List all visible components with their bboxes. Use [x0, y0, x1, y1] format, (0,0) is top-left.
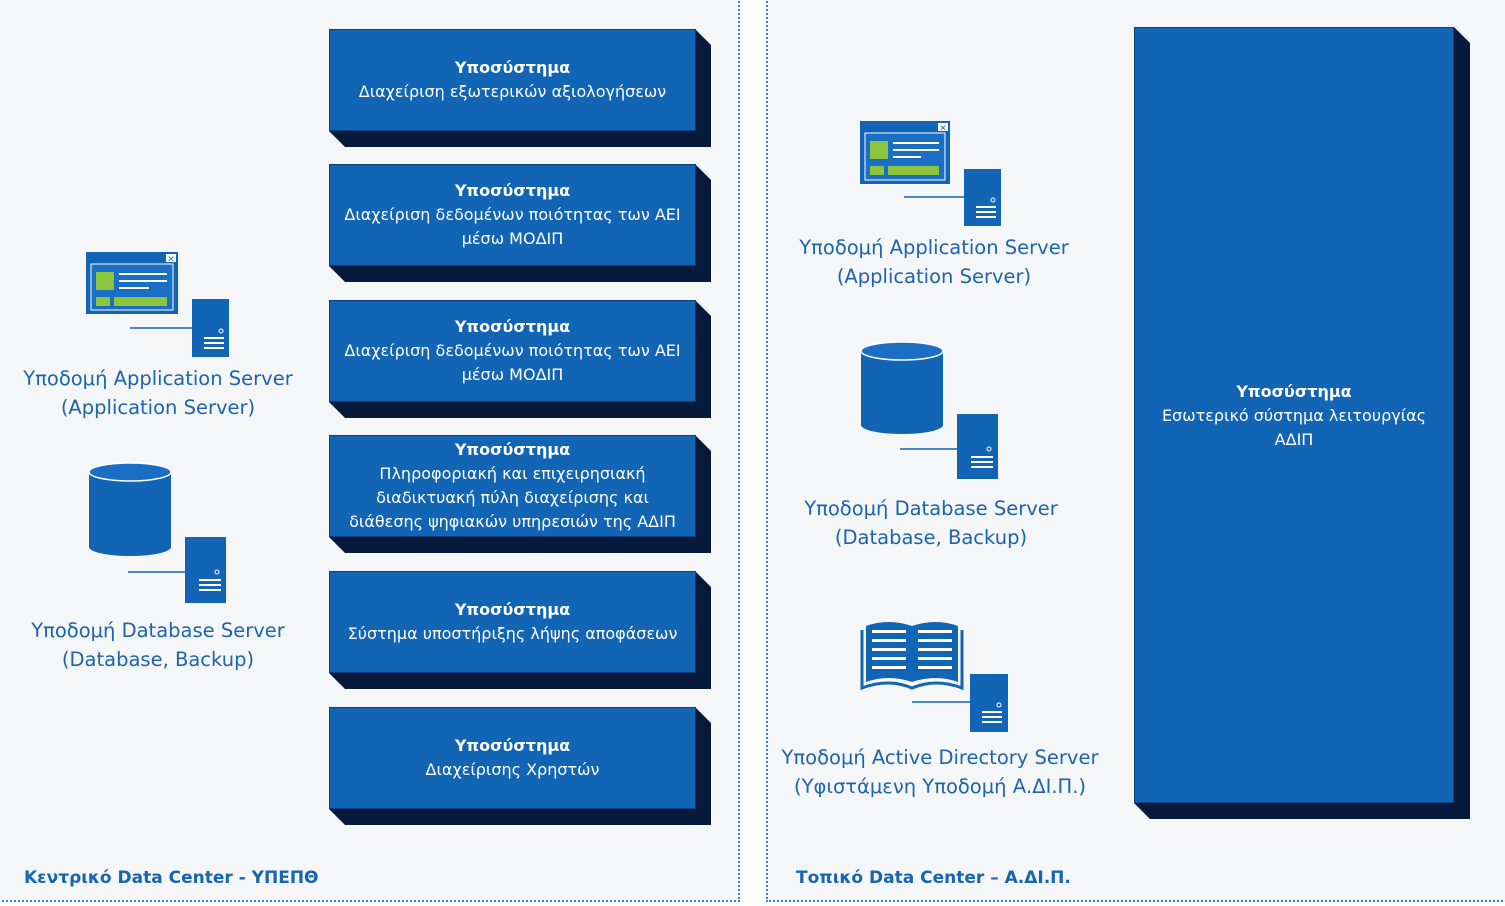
database-server-icon — [860, 341, 998, 479]
subsystem-line: διάθεσης ψηφιακών υπηρεσιών της ΑΔΙΠ — [349, 512, 676, 531]
left-db-server-line1: Υποδομή Database Server — [31, 619, 285, 642]
active-directory-book-icon — [860, 622, 1008, 732]
subsystem-line: Διαχείριση δεδομένων ποιότητας των ΑΕΙ — [344, 205, 681, 224]
subsystem-title: Υποσύστημα — [454, 317, 571, 336]
subsystem-box: Υποσύστημα Διαχείριση δεδομένων ποιότητα… — [329, 164, 711, 282]
left-app-server-line2: (Application Server) — [60, 396, 256, 419]
left-panel-title: Κεντρικό Data Center - ΥΠΕΠΘ — [24, 868, 319, 888]
svg-text:×: × — [167, 255, 175, 265]
subsystem-title: Υποσύστημα — [454, 600, 571, 619]
right-app-server-label: Υποδομή Application Server (Application … — [781, 233, 1087, 291]
left-db-server-line2: (Database, Backup) — [61, 648, 255, 671]
subsystem-box: Υποσύστημα Διαχείρισης Χρηστών — [329, 707, 711, 825]
svg-text:×: × — [939, 124, 947, 134]
right-db-server-label: Υποδομή Database Server (Database, Backu… — [781, 494, 1081, 552]
right-ad-server-line2: (Υφιστάμενη Υποδομή Α.ΔΙ.Π.) — [793, 775, 1087, 798]
right-db-server-line1: Υποδομή Database Server — [804, 497, 1058, 520]
left-app-server-label: Υποδομή Application Server (Application … — [8, 364, 308, 422]
database-server-icon — [88, 462, 226, 603]
right-app-server-line1: Υποδομή Application Server — [799, 236, 1069, 259]
subsystem-line: μέσω ΜΟΔΙΠ — [461, 229, 564, 248]
subsystem-box: Υποσύστημα Πληροφοριακή και επιχειρησιακ… — [329, 435, 711, 553]
left-db-server-label: Υποδομή Database Server (Database, Backu… — [8, 616, 308, 674]
internal-subsystem-box: Υποσύστημα Εσωτερικό σύστημα λειτουργίας… — [1134, 27, 1470, 819]
subsystem-line: Εσωτερικό σύστημα λειτουργίας — [1161, 406, 1427, 425]
subsystem-line: μέσω ΜΟΔΙΠ — [461, 365, 564, 384]
subsystem-title: Υποσύστημα — [1236, 382, 1352, 401]
subsystem-title: Υποσύστημα — [454, 58, 571, 77]
subsystem-line: Πληροφοριακή και επιχειρησιακή — [379, 464, 646, 483]
subsystem-title: Υποσύστημα — [454, 440, 571, 459]
subsystem-line: Διαχείριση εξωτερικών αξιολογήσεων — [358, 82, 667, 101]
application-server-icon: × — [860, 121, 1001, 226]
application-server-icon: × — [86, 252, 229, 357]
subsystem-line: διαδικτυακή πύλη διαχείρισης και — [376, 488, 649, 507]
subsystem-line: Διαχείρισης Χρηστών — [425, 760, 600, 779]
subsystem-line: Σύστημα υποστήριξης λήψης αποφάσεων — [347, 624, 678, 643]
right-db-server-line2: (Database, Backup) — [834, 526, 1028, 549]
left-app-server-line1: Υποδομή Application Server — [23, 367, 293, 390]
right-ad-server-line1: Υποδομή Active Directory Server — [781, 746, 1099, 769]
subsystem-line: Διαχείριση δεδομένων ποιότητας των ΑΕΙ — [344, 341, 681, 360]
subsystem-box: Υποσύστημα Διαχείριση δεδομένων ποιότητα… — [329, 300, 711, 418]
subsystem-line: ΑΔΙΠ — [1274, 430, 1314, 449]
right-app-server-line2: (Application Server) — [836, 265, 1032, 288]
subsystem-box: Υποσύστημα Διαχείριση εξωτερικών αξιολογ… — [329, 29, 711, 147]
subsystem-title: Υποσύστημα — [454, 181, 571, 200]
right-ad-server-label: Υποδομή Active Directory Server (Υφιστάμ… — [770, 743, 1110, 801]
subsystem-title: Υποσύστημα — [454, 736, 571, 755]
subsystem-box: Υποσύστημα Σύστημα υποστήριξης λήψης απο… — [329, 571, 711, 689]
right-panel-title: Τοπικό Data Center – Α.ΔΙ.Π. — [796, 868, 1071, 888]
